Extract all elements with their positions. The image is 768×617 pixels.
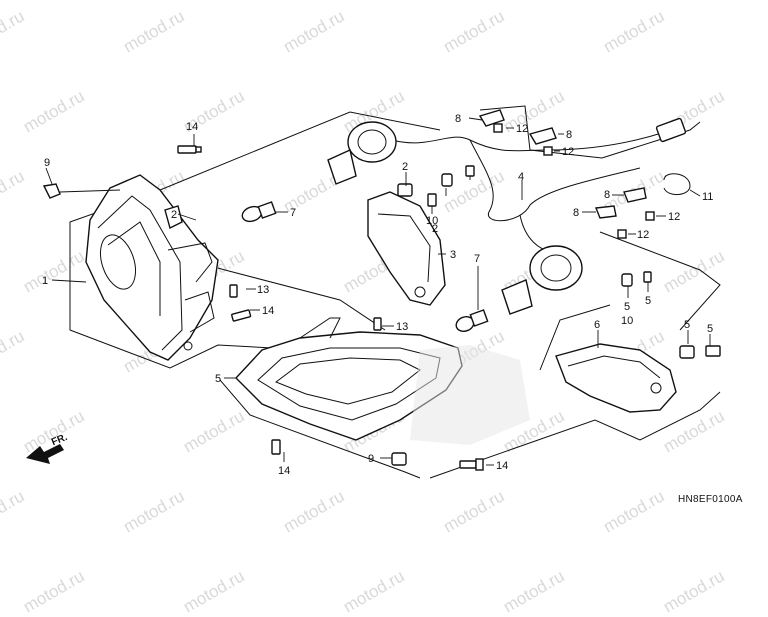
callout-14-mid: 14 (262, 305, 274, 317)
callout-9-upper: 9 (44, 157, 50, 169)
callout-3: 3 (450, 249, 456, 261)
clamp-2 (528, 127, 557, 156)
callout-8-b: 8 (566, 129, 572, 141)
leader-lines (45, 117, 711, 466)
callout-12-a: 12 (516, 123, 528, 135)
upper-assembly-frame (69, 105, 721, 369)
callout-12-c: 12 (668, 211, 680, 223)
callout-14-bottom-left: 14 (278, 465, 290, 477)
clamp-3 (623, 187, 655, 221)
lower-assembly-frame (217, 267, 721, 479)
headlight-housing-left (85, 174, 219, 361)
bulb-lower (455, 309, 489, 332)
callout-5-grommet: 5 (684, 319, 690, 331)
grommet-2a (397, 183, 413, 197)
clip-lower-9 (391, 452, 407, 466)
callout-7-lower: 7 (474, 253, 480, 265)
bolt-10b (643, 271, 652, 283)
grommet-2b (441, 173, 453, 187)
wire-harness (391, 117, 687, 253)
callout-labels: 1 2 2 2 3 4 5 5 5 6 7 7 8 8 8 8 9 9 10 1… (42, 113, 713, 477)
screw-top (177, 145, 202, 154)
callout-9-lower: 9 (368, 453, 374, 465)
front-direction-arrow (26, 444, 64, 464)
screw-bottom-center (459, 458, 484, 471)
housing-socket (164, 205, 183, 230)
diagram-code: HN8EF0100A (678, 494, 743, 505)
callout-11: 11 (702, 191, 713, 203)
clip-upper (42, 183, 121, 199)
callout-14-top: 14 (186, 121, 198, 133)
screw-bottom-left (271, 439, 281, 455)
callout-8-a: 8 (455, 113, 461, 125)
grommet-5c (621, 273, 633, 287)
grommet-5a (679, 345, 695, 359)
headlight-exploded-diagram: 1 2 2 2 3 4 5 5 5 6 7 7 8 8 8 8 9 9 10 1… (26, 105, 721, 479)
socket-upper (327, 121, 397, 185)
bolt-2c (465, 165, 475, 177)
socket-lower (501, 245, 583, 315)
bolt-10a (427, 193, 437, 207)
headlight-cover (367, 191, 446, 306)
callout-8-d: 8 (573, 207, 579, 219)
stamp-shading (410, 345, 530, 445)
callout-13-b: 13 (396, 321, 408, 333)
screw-mid (231, 309, 252, 322)
callout-2-bolt: 2 (432, 223, 438, 235)
callout-7-upper: 7 (290, 207, 296, 219)
callout-12-d: 12 (637, 229, 649, 241)
callout-5-bolt: 5 (707, 323, 713, 335)
clamp-11 (663, 173, 691, 195)
callout-5-tiny: 5 (645, 295, 651, 307)
callout-8-c: 8 (604, 189, 610, 201)
callout-14-bottom-center: 14 (496, 460, 508, 472)
callout-10-lower: 10 (621, 315, 633, 327)
callout-2-grommet: 2 (402, 161, 408, 173)
clamp-1 (478, 109, 505, 133)
callout-4: 4 (518, 171, 524, 183)
callout-10-upper: 10 (426, 215, 438, 227)
side-lamp-cover (555, 343, 677, 413)
callout-5-lens: 5 (215, 373, 221, 385)
callout-1: 1 (42, 275, 48, 287)
callout-6: 6 (594, 319, 600, 331)
screw-13b (373, 317, 382, 331)
clamp-4 (595, 205, 627, 239)
callout-13-a: 13 (257, 284, 269, 296)
bolt-5b (705, 345, 721, 357)
screw-13a (229, 284, 238, 298)
callout-12-b: 12 (562, 146, 574, 158)
bulb-upper (241, 201, 277, 223)
callout-2-housing: 2 (171, 209, 177, 221)
callout-5-small: 5 (624, 301, 630, 313)
